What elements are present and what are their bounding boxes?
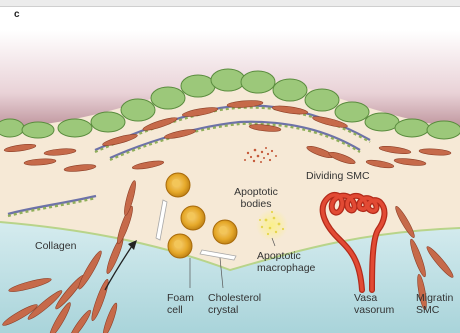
label-apoptotic-macrophage-line2: macrophage <box>257 262 315 274</box>
label-migrating-smc-line1: Migratin <box>416 292 453 304</box>
label-apoptotic-macrophage: Apoptotic macrophage <box>257 250 315 274</box>
label-foam-cell-line2: cell <box>167 304 194 316</box>
label-vasa-vasorum-line1: Vasa <box>354 292 394 304</box>
label-apoptotic-bodies: Apoptotic bodies <box>228 186 284 210</box>
label-apoptotic-bodies-line2: bodies <box>228 198 284 210</box>
label-migrating-smc: Migratin SMC <box>416 292 453 316</box>
label-vasa-vasorum-line2: vasorum <box>354 304 394 316</box>
label-vasa-vasorum: Vasa vasorum <box>354 292 394 316</box>
label-apoptotic-bodies-line1: Apoptotic <box>228 186 284 198</box>
caption-bar <box>0 0 460 7</box>
label-apoptotic-macrophage-line1: Apoptotic <box>257 250 315 262</box>
label-foam-cell: Foam cell <box>167 292 194 316</box>
label-cholesterol-crystal: Cholesterol crystal <box>208 292 261 316</box>
label-collagen: Collagen <box>35 240 76 252</box>
label-migrating-smc-line2: SMC <box>416 304 453 316</box>
label-cholesterol-crystal-line1: Cholesterol <box>208 292 261 304</box>
label-cholesterol-crystal-line2: crystal <box>208 304 261 316</box>
label-foam-cell-line1: Foam <box>167 292 194 304</box>
apoptotic-macrophage <box>256 209 288 241</box>
label-dividing-smc: Dividing SMC <box>306 170 370 182</box>
